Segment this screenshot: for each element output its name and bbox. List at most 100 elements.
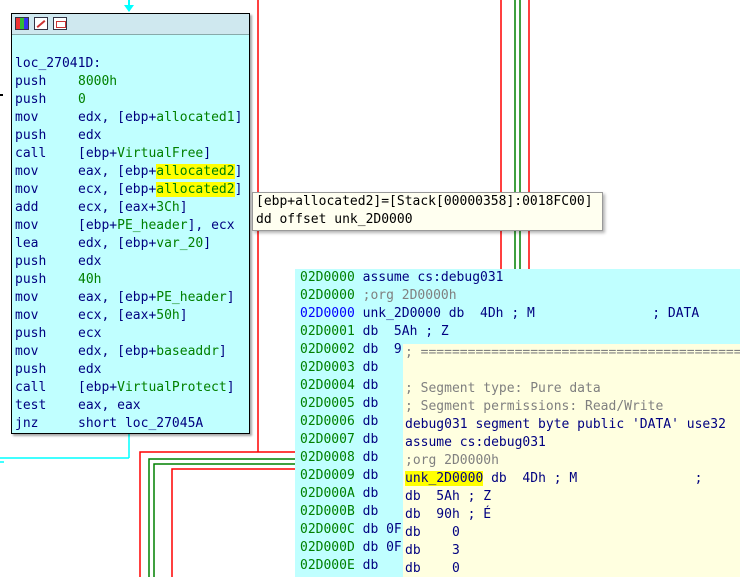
symbol[interactable]: var_20 [156,236,204,251]
listing-row[interactable]: 02D000D db 0F [300,539,402,557]
operand-text: eax, [ebp+ [78,290,157,305]
listing-row[interactable]: 02D000A db [300,485,378,503]
popup-db-row: db 90h ; É [405,507,492,522]
hover-tooltip: [ebp+allocated2]=[Stack[00000358]:0018FC… [252,192,603,231]
listing-row[interactable]: 02D0000 unk_2D0000 db 4Dh ; M ; DATA [300,305,699,323]
operands: eax, eax [78,397,141,415]
operands: [ebp+PE_header], ecx [78,217,235,235]
mnemonic: add [15,200,39,215]
listing-address: 02D000E [300,558,363,573]
listing-text: db [362,378,379,393]
listing-row[interactable]: 02D0008 db [300,449,378,467]
listing-row[interactable]: 02D000C db 0F [300,521,402,539]
symbol[interactable]: baseaddr [156,344,219,359]
mnemonic: push [15,74,47,89]
instruction-row[interactable]: push 8000h [15,73,117,91]
listing-address: 02D0008 [300,450,363,465]
listing-row[interactable]: 02D0009 db [300,467,378,485]
listing-text: assume cs:debug031 [362,270,504,285]
operand-text: edx [78,128,102,143]
mnemonic: call [15,146,47,161]
listing-address: 02D0005 [300,396,363,411]
instruction-row[interactable]: push edx [15,361,101,379]
symbol[interactable]: PE_header [156,290,227,305]
graph-overview-icon[interactable] [53,17,67,30]
operands: edx, [ebp+baseaddr] [78,343,227,361]
symbol[interactable]: VirtualFree [117,146,204,161]
operand-text: ] [218,344,227,359]
listing-row[interactable]: 02D0004 db [300,377,378,395]
symbol[interactable]: 50h [156,308,180,323]
mnemonic: push [15,326,47,341]
edge-green-lower-1 [148,458,300,577]
listing-row[interactable]: 02D0000 ;org 2D0000h [300,287,457,305]
listing-row[interactable]: 02D000B db [300,503,378,521]
mnemonic: push [15,92,47,107]
operands: [ebp+VirtualFree] [78,145,211,163]
popup-db-row: db 5Ah ; Z [405,489,492,504]
symbol[interactable]: allocated1 [156,110,235,125]
instruction-row[interactable]: push 0 [15,91,101,109]
mnemonic: test [15,398,47,413]
listing-address: 02D000C [300,522,363,537]
operands: edx [78,253,101,271]
node-titlebar[interactable] [12,14,249,35]
tooltip-line-1: [ebp+allocated2]=[Stack[00000358]:0018FC… [256,194,593,209]
listing-address: 02D000A [300,486,363,501]
symbol[interactable]: 40h [78,272,102,287]
instruction-row[interactable]: mov[ebp+PE_header], ecx [15,217,235,235]
instruction-row[interactable]: call [ebp+VirtualFree] [15,145,211,163]
operands: ecx, [ebp+allocated2] [78,181,242,199]
listing-text: ;org 2D0000h [362,288,457,303]
instruction-row[interactable]: call[ebp+VirtualProtect] [15,379,235,397]
popup-assume: assume cs:debug031 [405,435,546,450]
listing-address: 02D0001 [300,324,363,339]
listing-address: 02D0003 [300,360,363,375]
operand-text: [ebp+ [78,218,118,233]
highlighted-symbol[interactable]: allocated2 [156,164,235,179]
listing-row[interactable]: 02D0002 db 9 [300,341,402,359]
listing-row[interactable]: 02D0005 db [300,395,378,413]
listing-row[interactable]: 02D0000 assume cs:debug031 [300,269,504,287]
instruction-row[interactable]: test eax, eax [15,397,141,415]
edge-arrowhead [124,5,134,12]
listing-row[interactable]: 02D0007 db [300,431,378,449]
listing-row[interactable]: 02D000E db [300,557,378,575]
symbol[interactable]: VirtualProtect [117,380,227,395]
operand-text: eax, eax [78,398,141,413]
symbol[interactable]: 3Ch [156,200,180,215]
tooltip-line-2: dd offset unk_2D0000 [256,212,413,227]
operands: edx, [ebp+allocated1] [78,109,242,127]
listing-address: 02D0007 [300,432,363,447]
color-palette-icon[interactable] [15,17,29,30]
listing-row[interactable]: 02D0001 db 5Ah ; Z [300,323,449,341]
symbol[interactable]: 8000h [78,74,118,89]
highlighted-symbol[interactable]: allocated2 [156,182,235,197]
mnemonic: push [15,362,47,377]
listing-row[interactable]: 02D0003 db [300,359,378,377]
operand-text: edx [78,254,102,269]
symbol[interactable]: 0 [78,92,86,107]
node-label[interactable]: loc_27041D: [15,56,102,71]
edit-graph-icon[interactable] [34,17,48,30]
operands: 8000h [78,73,117,91]
listing-row[interactable]: 02D0006 db [300,413,378,431]
listing-text: db 9 [362,342,402,357]
operand-text: short loc_27045A [78,416,204,431]
operands: edx [78,361,101,379]
symbol[interactable]: PE_header [117,218,188,233]
